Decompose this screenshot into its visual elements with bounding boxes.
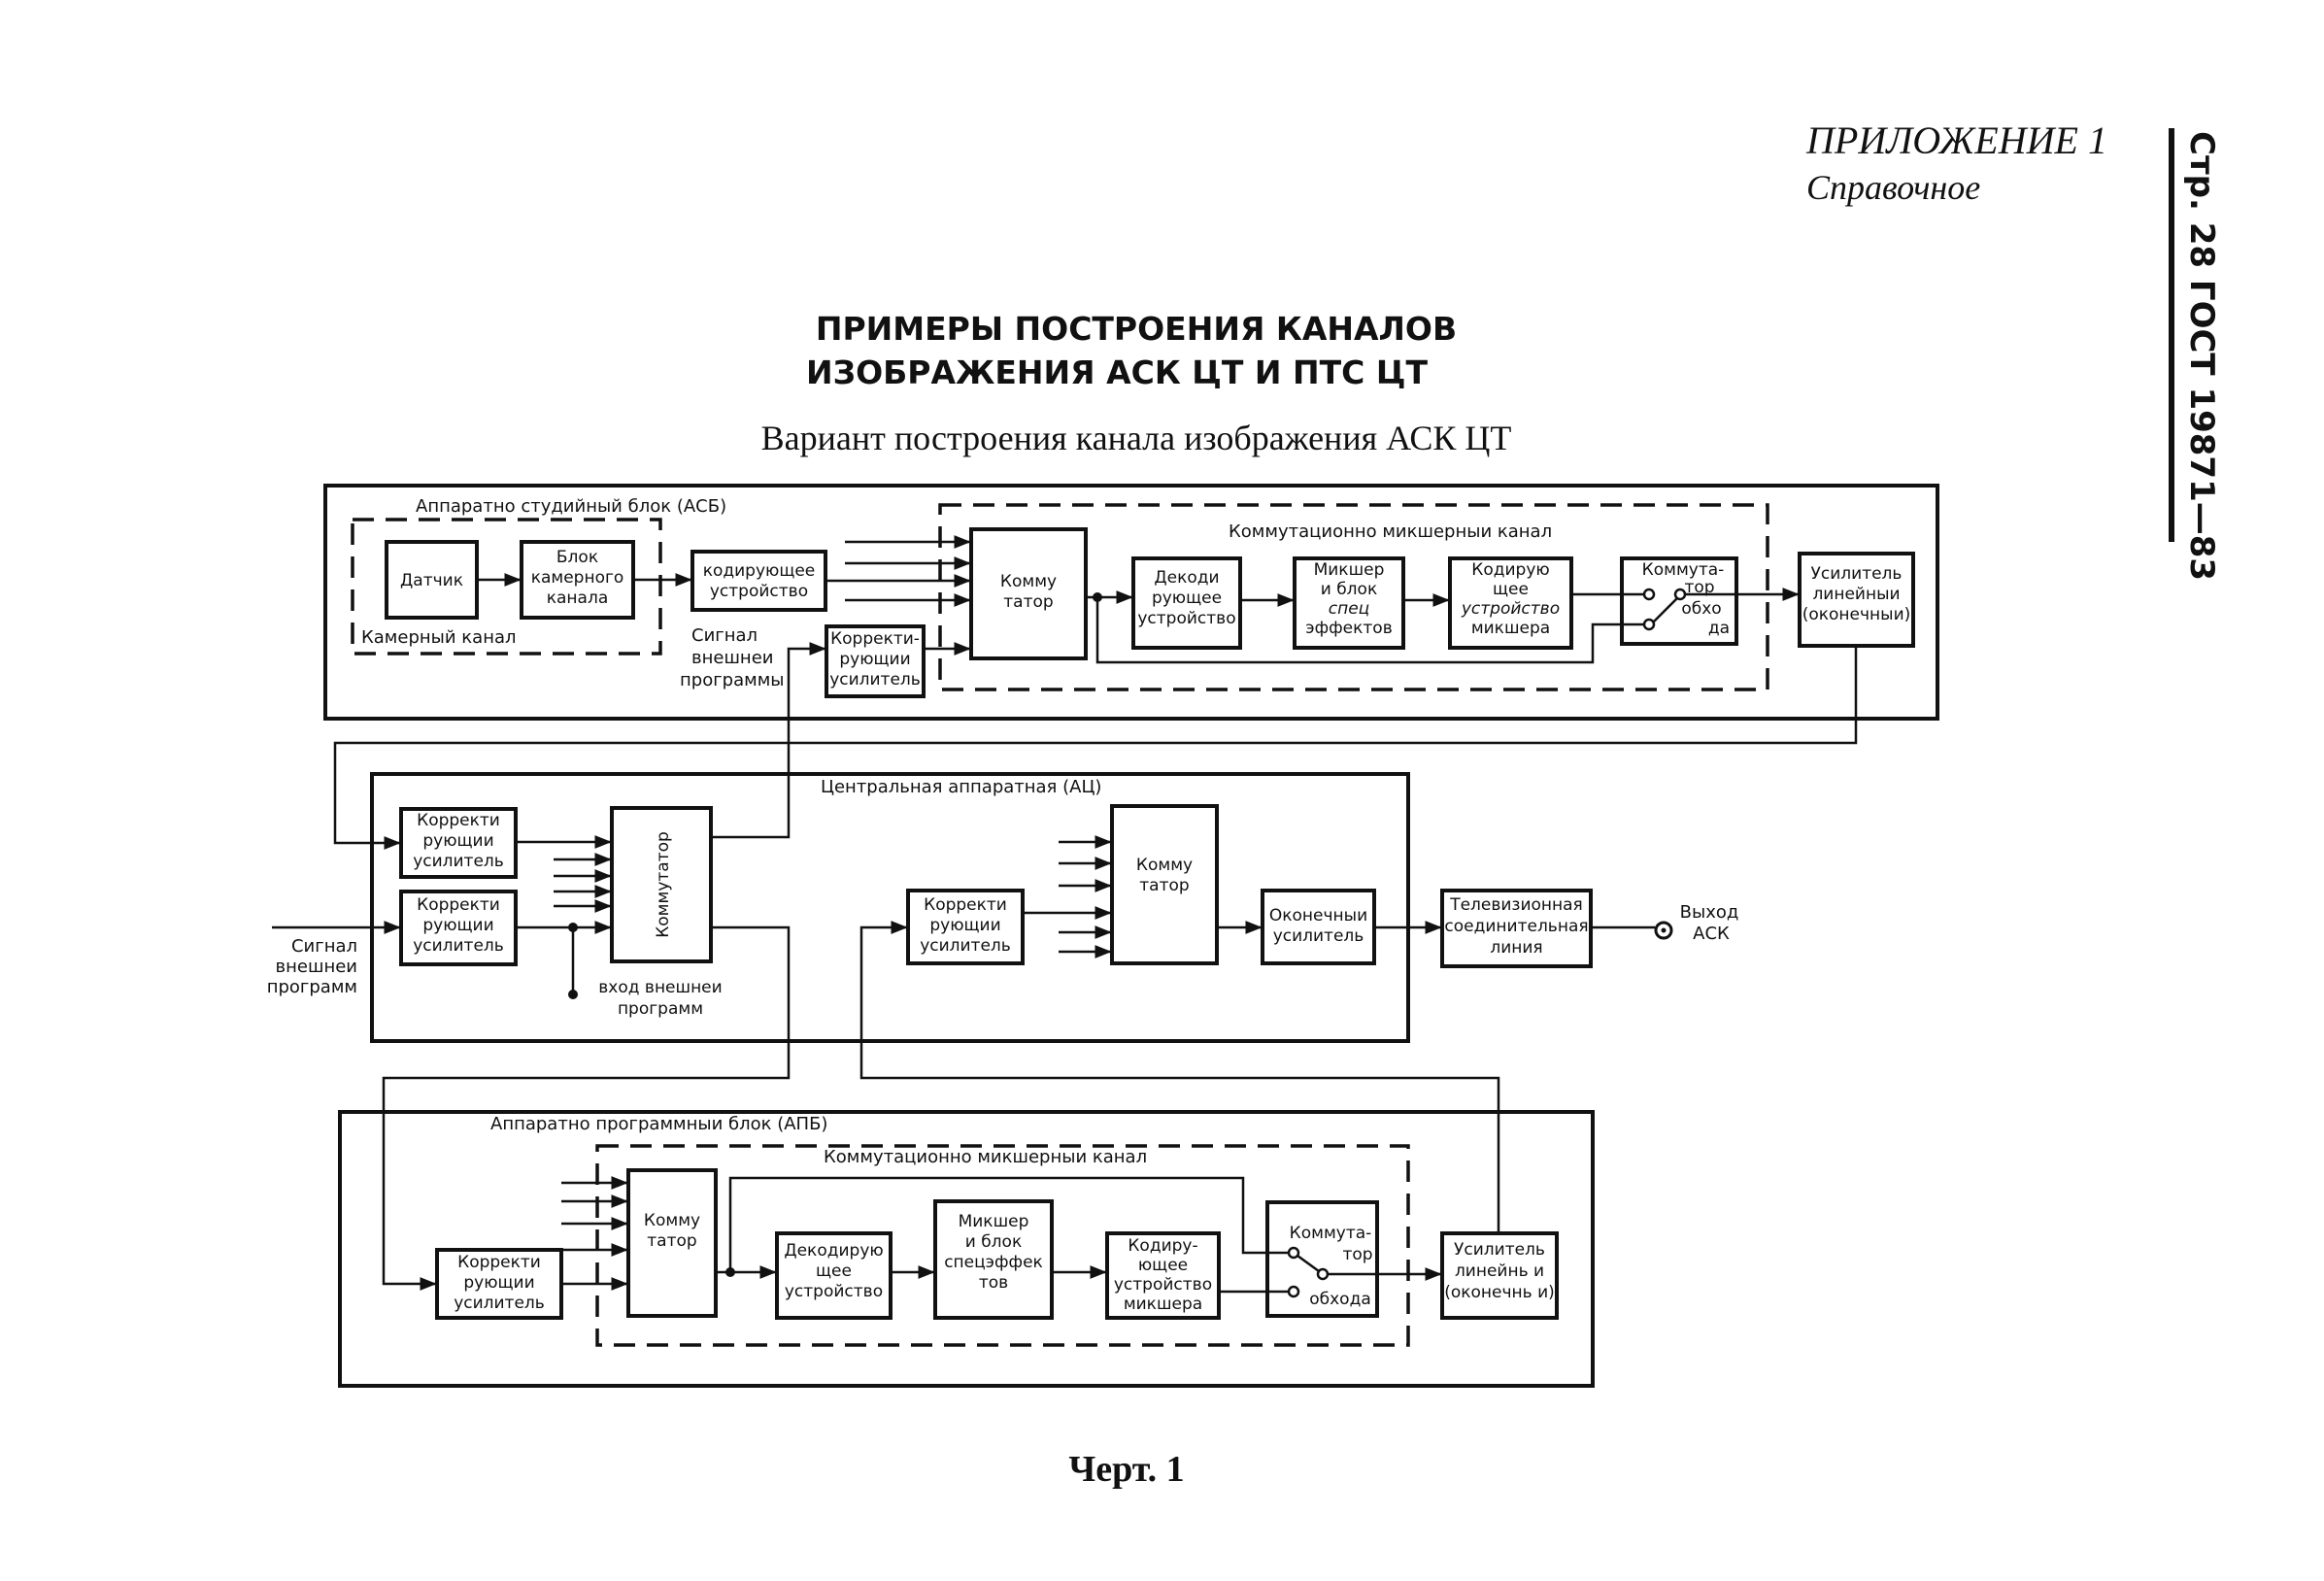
asb-to-ac-link: [333, 646, 1858, 850]
camera-channel-label: Камерный канал: [361, 627, 517, 648]
ac-switcher-block: Коммутатор: [610, 806, 713, 963]
asb-label: Аппаратно студийный блок (АСБ): [416, 496, 726, 517]
ac-ext-input-dot: [568, 990, 578, 999]
svg-text:Коммутатор: Коммутатор: [1000, 572, 1057, 612]
svg-text:Датчик: Датчик: [400, 571, 463, 590]
asb-mix-frame: [938, 503, 1769, 691]
svg-text:Коммутатор: Коммутатор: [1136, 856, 1193, 895]
asb-frame: [323, 484, 1939, 721]
svg-text:Коммутатор: Коммутатор: [644, 1211, 700, 1251]
svg-text:Коммутатор: Коммутатор: [654, 831, 673, 938]
title-line-1: ПРИМЕРЫ ПОСТРОЕНИЯ КАНАЛОВ: [816, 310, 1457, 348]
ac-to-asb-corrector-link: [711, 642, 826, 839]
apb-mix-label: Коммутационно микшерныи канал: [824, 1147, 1147, 1167]
ac-label: Центральная аппаратная (АЦ): [821, 777, 1101, 797]
title-line-2: ИЗОБРАЖЕНИЯ АСК ЦТ И ПТС ЦТ: [806, 353, 1428, 391]
apb-mix-frame: [595, 1144, 1410, 1347]
side-note: Стр. 28 ГОСТ 19871—83: [2182, 131, 2221, 581]
asb-bypass-line: [1095, 597, 1644, 664]
apb-to-ac-link: [859, 921, 1500, 1253]
apb-label: Аппаратно программныи блок (АПБ): [490, 1114, 827, 1134]
reference-label: Справочное: [1806, 168, 1980, 207]
output-connector-dot: [1661, 927, 1667, 933]
appendix-label: ПРИЛОЖЕНИЕ 1: [1805, 118, 2107, 162]
ac-frame: [370, 772, 1410, 1043]
apb-bypass-line: [728, 1176, 1289, 1272]
camera-channel-frame: [351, 518, 662, 656]
figure-caption: Черт. 1: [1068, 1449, 1184, 1490]
sensor-block: Датчик: [385, 540, 479, 620]
variant-title: Вариант построения канала изображения АС…: [761, 419, 1512, 457]
asb-mix-label: Коммутационно микшерныи канал: [1229, 521, 1552, 542]
apb-frame: [338, 1110, 1595, 1388]
ac-to-apb-link: [382, 925, 791, 1291]
